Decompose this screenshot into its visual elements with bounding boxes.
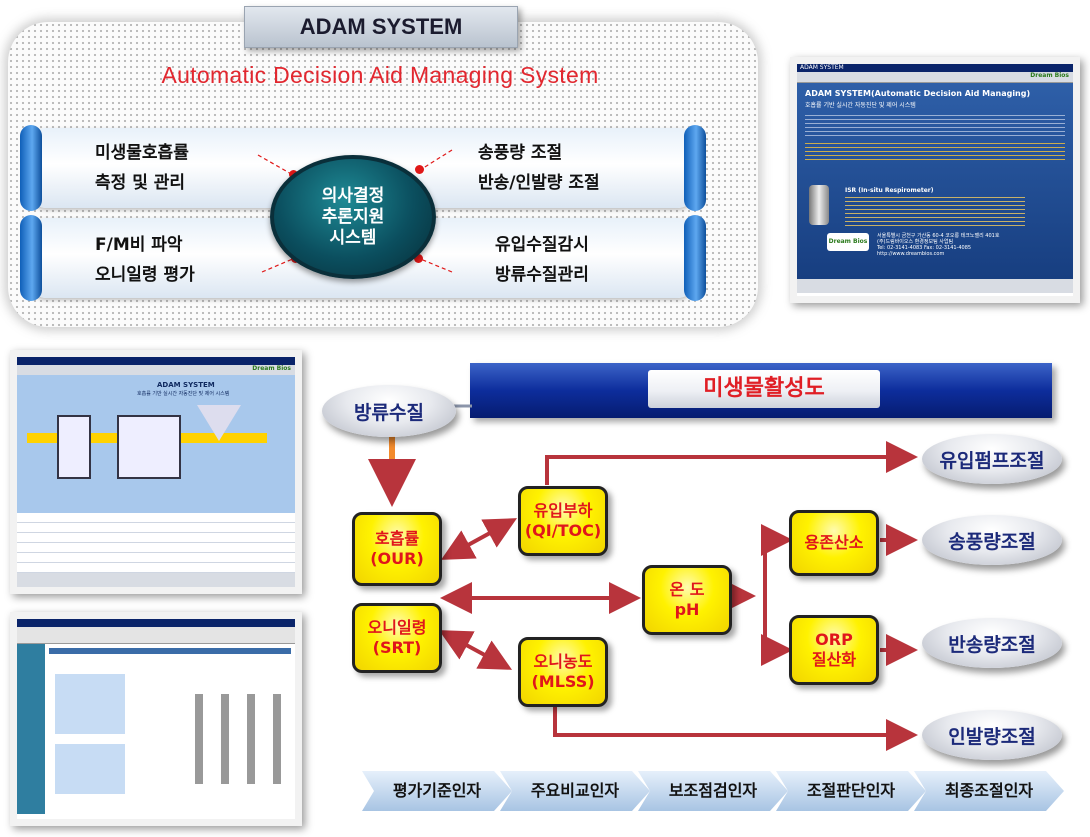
web-block xyxy=(55,674,125,734)
window-titlebar xyxy=(17,357,295,365)
category-evaluation: 평가기준인자 xyxy=(362,771,512,811)
output-blower: 송풍량조절 xyxy=(922,515,1062,565)
app-heading: ADAM SYSTEM(Automatic Decision Aid Manag… xyxy=(805,89,1031,98)
node-dissolved-oxygen: 용존산소 xyxy=(789,510,879,576)
app-statusbar xyxy=(17,573,295,587)
sensor-label: ISR (In-situ Respirometer) xyxy=(845,187,934,194)
web-body xyxy=(17,644,295,814)
sensor-description-lines xyxy=(845,197,1025,227)
app-heading: ADAM SYSTEM xyxy=(157,381,215,389)
bar-cap-right-lower xyxy=(684,215,706,301)
web-content xyxy=(45,644,295,814)
process-tank xyxy=(57,415,91,479)
window-titlebar: ADAM SYSTEM xyxy=(797,64,1073,72)
app-menubar: Dream Bios xyxy=(17,365,295,375)
bar-cap-right-upper xyxy=(684,125,706,211)
connector-dot xyxy=(414,254,423,263)
web-header xyxy=(49,648,291,654)
node-qi-toc: 유입부하(QI/TOC) xyxy=(518,486,608,556)
app-subheading: 호흡률 기반 실시간 자동진단 및 제어 시스템 xyxy=(137,391,230,397)
app-menubar: Dream Bios xyxy=(797,72,1073,83)
bar-cap-left-lower xyxy=(20,215,42,301)
bar-cap-left-upper xyxy=(20,125,42,211)
effluent-quality-node: 방류수질 xyxy=(322,385,456,437)
web-sidebar xyxy=(17,644,45,814)
overview-connectors xyxy=(257,149,453,273)
category-comparison: 주요비교인자 xyxy=(500,771,650,811)
output-waste-sludge: 인발량조절 xyxy=(922,710,1062,760)
web-block xyxy=(55,744,125,794)
contact-info: 서울특별시 금천구 가산동 60-4 코오롱 테크노밸리 401호 (주)드림바… xyxy=(877,233,1000,257)
web-process-tanks xyxy=(195,694,285,784)
screenshot-web-frame xyxy=(10,612,302,826)
app-feature-lines xyxy=(805,143,1065,163)
node-mlss: 오니농도(MLSS) xyxy=(518,637,608,707)
node-our: 호흡률(OUR) xyxy=(352,512,442,586)
flow-title: 미생물활성도 xyxy=(648,370,880,408)
screenshot-main-frame: ADAM SYSTEM Dream Bios ADAM SYSTEM(Autom… xyxy=(790,57,1080,303)
output-return-sludge: 반송량조절 xyxy=(922,618,1062,668)
category-auxiliary: 보조점검인자 xyxy=(638,771,788,811)
process-clarifier xyxy=(197,405,241,441)
page-subtitle: Automatic Decision Aid Managing System xyxy=(161,62,599,88)
app-subheading: 호흡률 기반 실시간 자동진단 및 제어 시스템 xyxy=(805,102,916,109)
company-logo: Dream Bios xyxy=(1030,72,1069,79)
category-control-judgement: 조절판단인자 xyxy=(776,771,926,811)
category-final-control: 최종조절인자 xyxy=(914,771,1064,811)
screenshot-process-frame: Dream Bios ADAM SYSTEM 호흡률 기반 실시간 자동진단 및… xyxy=(10,350,302,594)
app-statusbar xyxy=(797,279,1073,293)
data-table xyxy=(17,513,295,573)
process-tank xyxy=(117,415,181,479)
output-influent-pump: 유입펌프조절 xyxy=(922,434,1062,484)
browser-toolbar xyxy=(17,627,295,644)
app-description-lines xyxy=(805,115,1065,137)
sensor-image xyxy=(809,185,829,225)
company-logo: Dream Bios xyxy=(252,365,291,372)
node-srt: 오니일령(SRT) xyxy=(352,603,442,673)
process-diagram: ADAM SYSTEM 호흡률 기반 실시간 자동진단 및 제어 시스템 xyxy=(17,375,295,513)
app-body: ADAM SYSTEM(Automatic Decision Aid Manag… xyxy=(797,83,1073,279)
connector-dot xyxy=(415,165,424,174)
page-title: ADAM SYSTEM xyxy=(244,6,518,48)
company-logo-large: Dream Bios xyxy=(827,233,869,251)
window-titlebar xyxy=(17,619,295,627)
